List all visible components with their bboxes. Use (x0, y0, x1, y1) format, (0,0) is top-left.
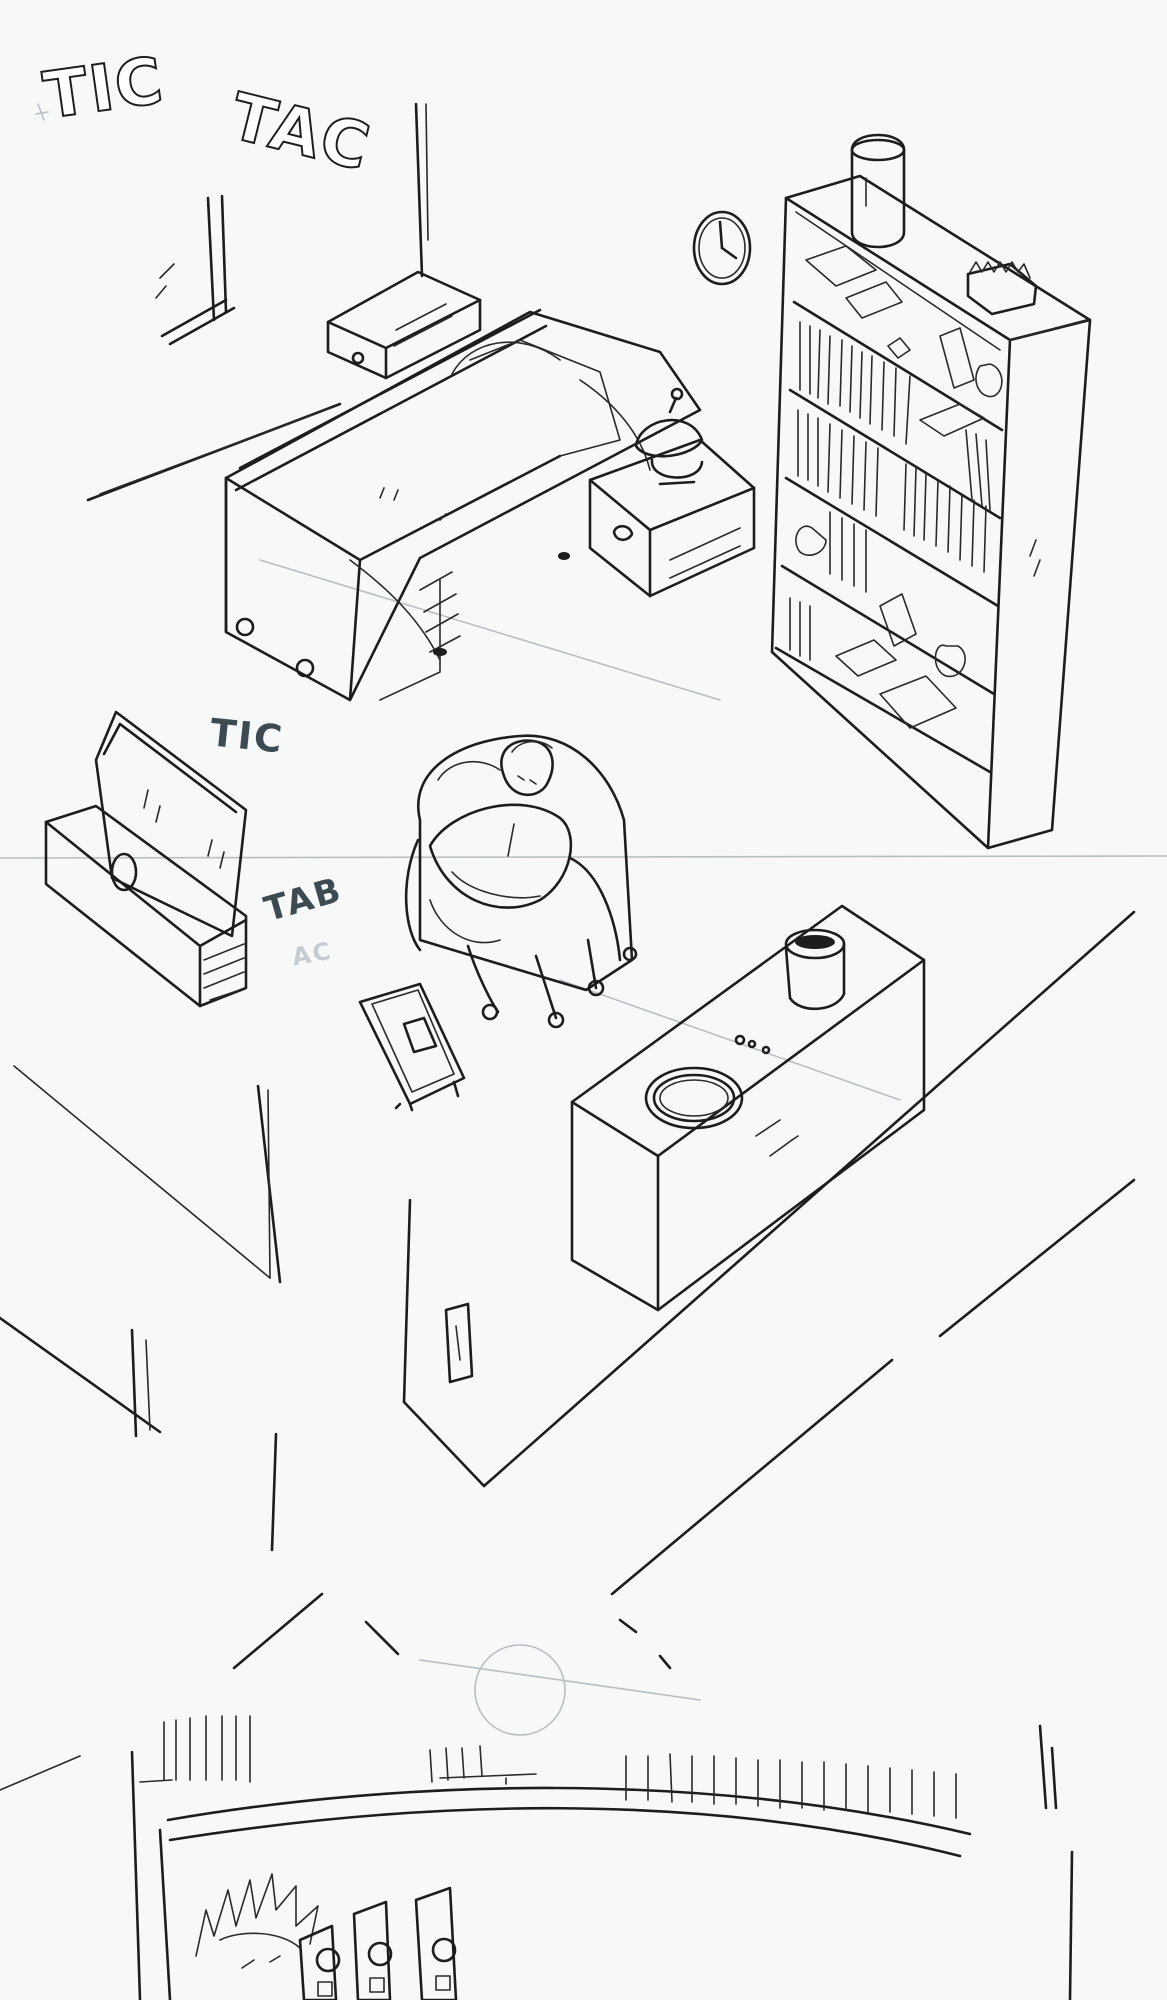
right-counter (570, 904, 926, 1312)
walls (86, 102, 429, 502)
tv-stand (44, 804, 248, 1008)
bookshelf-top-objects (850, 133, 1038, 316)
page-mark (35, 103, 49, 121)
sfx-tic-small: TIC (207, 710, 287, 762)
armchair (404, 734, 638, 1029)
wall-clock (692, 210, 752, 286)
nightstand (588, 438, 756, 598)
cup (784, 928, 846, 1011)
lower-panel (0, 1715, 1074, 2000)
pencil-guides (0, 559, 1167, 1736)
spiky-hair-character (195, 1873, 319, 1969)
headboard-shelf (326, 270, 482, 380)
bedside-lamp (634, 387, 704, 486)
sleeping-person (428, 739, 573, 944)
lower-panel-jars (298, 1886, 458, 2000)
television (94, 710, 248, 938)
tablet-stand (358, 982, 466, 1112)
bowl (644, 1066, 744, 1130)
small-objects (734, 1034, 771, 1055)
floor-walls (232, 910, 1136, 1670)
left-counter (0, 1065, 282, 1438)
bookshelf (770, 174, 1092, 850)
bed (224, 308, 702, 702)
window (155, 194, 236, 346)
